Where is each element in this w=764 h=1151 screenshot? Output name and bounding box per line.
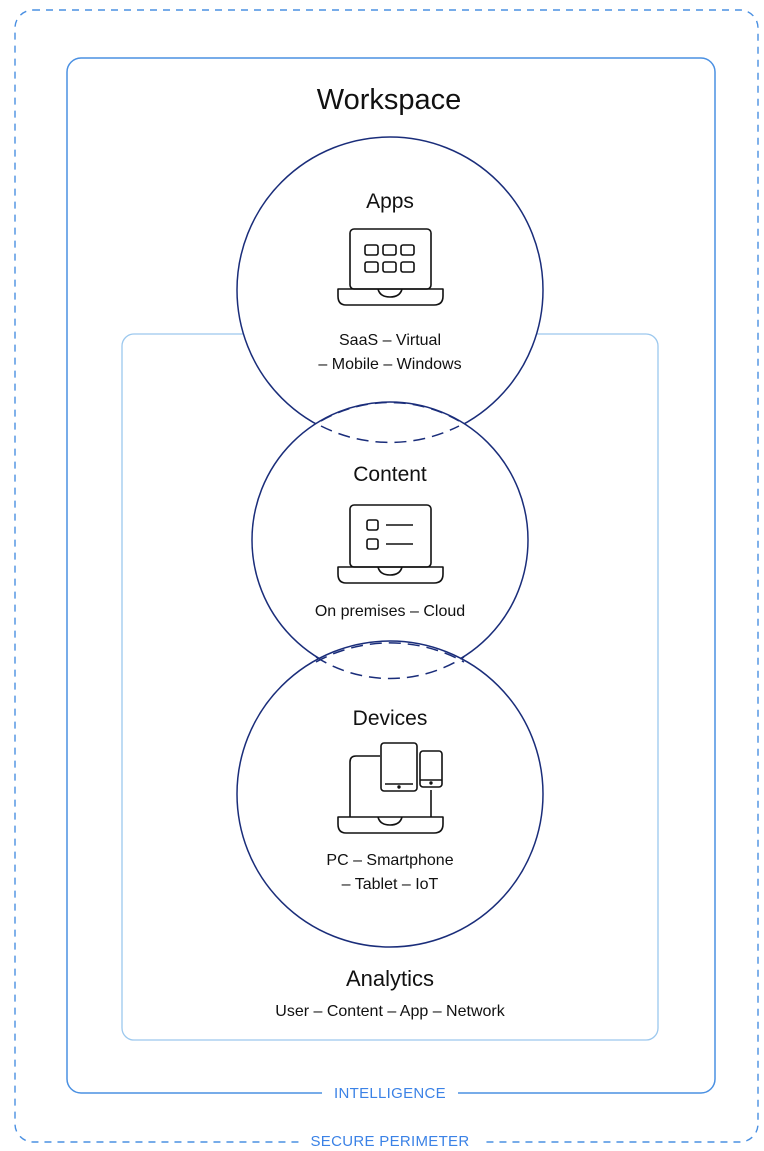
devices-title: Devices bbox=[352, 707, 428, 730]
analytics-title: Analytics bbox=[345, 966, 435, 991]
content-devices-overlap-arc bbox=[315, 656, 465, 680]
workspace-title: Workspace bbox=[316, 84, 462, 116]
content-title: Content bbox=[353, 463, 427, 486]
devices-description-line-2: – Tablet – IoT bbox=[341, 876, 439, 893]
laptop-app-grid-icon bbox=[337, 228, 444, 306]
content-description: On premises – Cloud bbox=[314, 603, 466, 620]
devices-description-line-1: PC – Smartphone bbox=[326, 852, 454, 869]
apps-description-line-2: – Mobile – Windows bbox=[318, 356, 462, 373]
secure-perimeter-label: SECURE PERIMETER bbox=[298, 1134, 482, 1149]
devices-icon bbox=[337, 742, 444, 834]
devices-circle bbox=[236, 640, 544, 948]
apps-circle bbox=[236, 136, 544, 444]
apps-title: Apps bbox=[366, 190, 414, 213]
analytics-description: User – Content – App – Network bbox=[275, 1003, 505, 1020]
laptop-checklist-icon bbox=[337, 504, 444, 584]
devices-top-arc bbox=[315, 642, 465, 663]
intelligence-label: INTELLIGENCE bbox=[322, 1086, 458, 1101]
apps-description-line-1: SaaS – Virtual bbox=[339, 332, 441, 349]
content-circle bbox=[251, 401, 529, 679]
